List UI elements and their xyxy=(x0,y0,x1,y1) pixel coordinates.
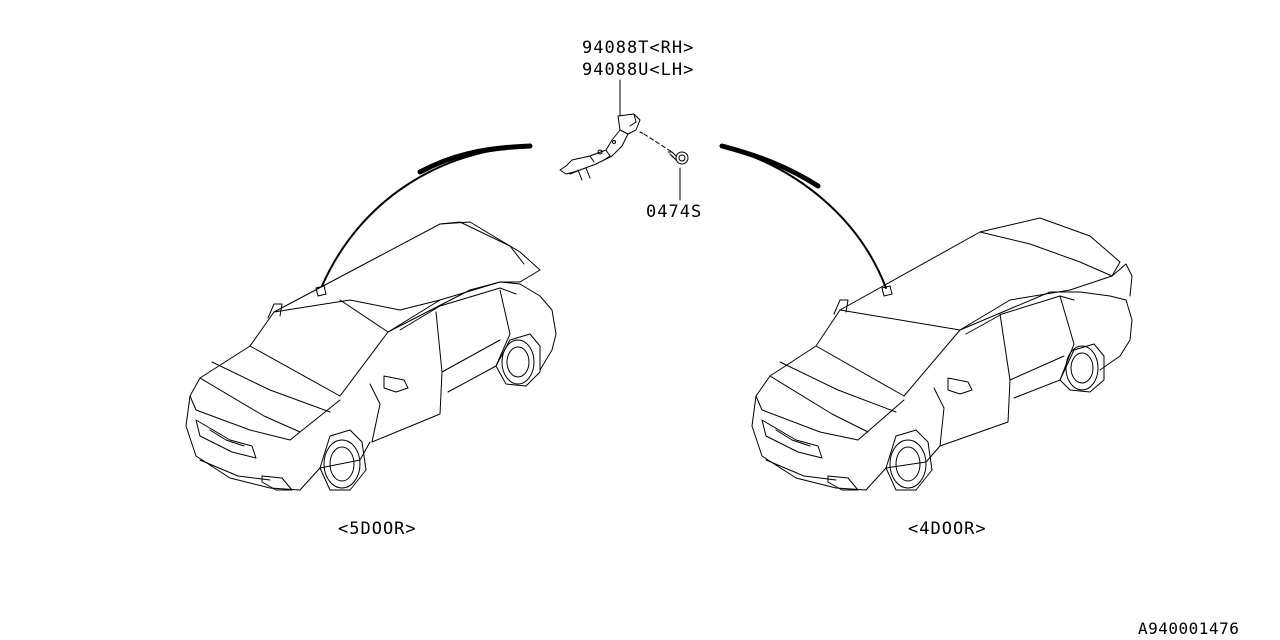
bolt-part[interactable] xyxy=(667,151,689,165)
part-label-rh: 94088T<RH> xyxy=(582,38,695,58)
variant-label-5door: <5DOOR> xyxy=(338,519,417,539)
leader-lines xyxy=(619,79,681,201)
reference-code: A940001476 xyxy=(1138,619,1240,638)
part-label-lh: 94088U<LH> xyxy=(582,60,695,80)
arc-right xyxy=(721,145,887,289)
car-4door[interactable] xyxy=(751,217,1133,491)
arc-left-thick xyxy=(417,143,533,175)
bracket-part[interactable] xyxy=(559,113,641,181)
part-label-bolt: 0474S xyxy=(646,202,703,222)
variant-label-4door: <4DOOR> xyxy=(908,519,987,539)
arc-right-thick xyxy=(719,143,821,189)
car-5door[interactable] xyxy=(185,221,557,491)
